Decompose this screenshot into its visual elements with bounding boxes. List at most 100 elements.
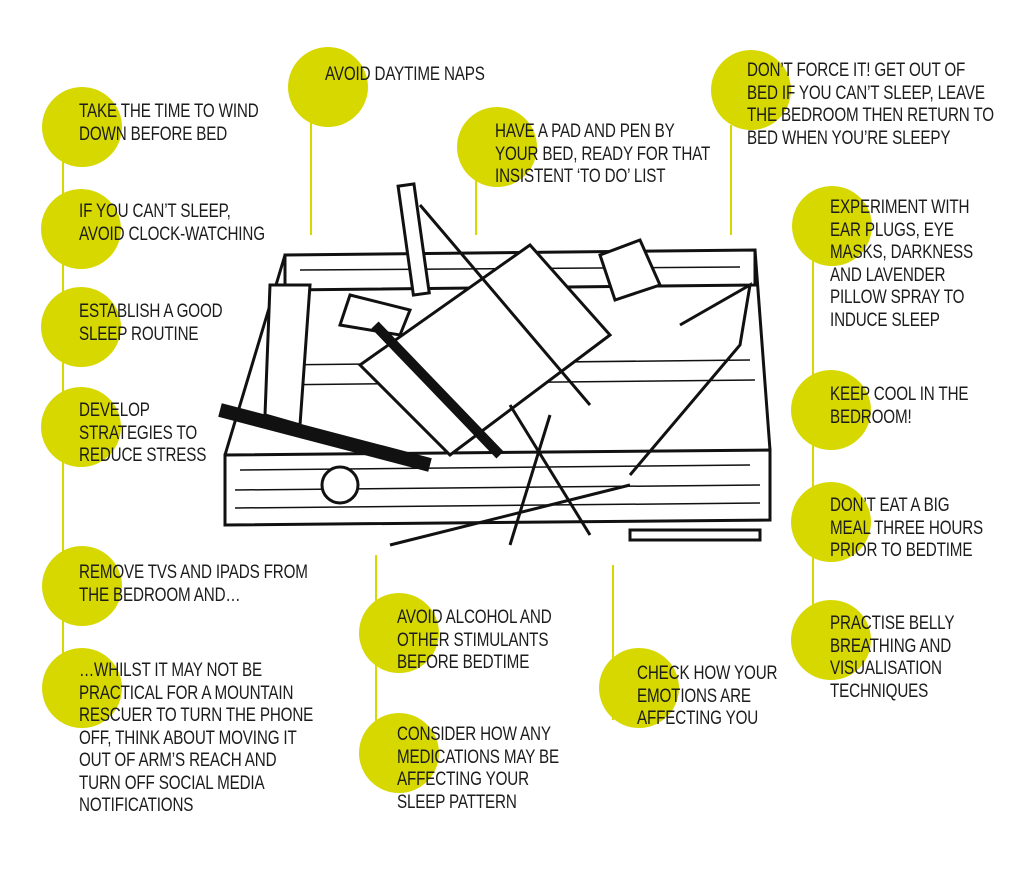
bullet-circle [791, 600, 871, 680]
bullet-circle [599, 648, 679, 728]
tip-line: RESCUER TO TURN THE PHONE [79, 704, 314, 726]
tip-line: AVOID CLOCK-WATCHING [79, 222, 265, 245]
tip-line: DEVELOP [79, 399, 150, 421]
drill-chuck [320, 465, 360, 505]
bullet-circle [359, 713, 439, 793]
tip-line: OTHER STIMULANTS [397, 628, 549, 651]
tip-line: TAKE THE TIME TO WIND [79, 100, 259, 122]
bullet-circle [457, 107, 537, 187]
tip-line: CONSIDER HOW ANY [397, 723, 551, 745]
screwdriver [418, 204, 592, 406]
tip-line: THE BEDROOM AND… [79, 583, 241, 606]
tip-line: SLEEP ROUTINE [79, 322, 199, 345]
tip-line: AFFECTING YOU [637, 707, 759, 729]
tip-line: REMOVE TVS AND IPADS FROM [79, 561, 308, 583]
tip-line: AFFECTING YOUR [397, 768, 529, 790]
connector-line-force [730, 125, 732, 235]
bullet-circle [359, 593, 439, 673]
bullet-circle [41, 189, 121, 269]
tip-line: INDUCE SLEEP [830, 308, 940, 331]
tip-line: NOTIFICATIONS [79, 794, 194, 816]
connector-line-emotions [612, 565, 614, 720]
bullet-circle [42, 87, 122, 167]
hammer-handle [371, 321, 504, 459]
tip-line: EXPERIMENT WITH [830, 196, 970, 218]
bullet-circle [42, 546, 122, 626]
tip-line: AND LAVENDER [830, 263, 946, 286]
tip-line: EMOTIONS ARE [637, 684, 751, 707]
bullet-circle [41, 287, 121, 367]
toolbox-illustration [218, 182, 772, 547]
bullet-circle [711, 50, 791, 130]
tip-line: BED WHEN YOU’RE SLEEPY [747, 126, 951, 149]
tip-line: DON’T FORCE IT! GET OUT OF [747, 59, 966, 81]
tip-line: REDUCE STRESS [79, 444, 207, 466]
tip-line: KEEP COOL IN THE [830, 383, 969, 405]
tip-line: DOWN BEFORE BED [79, 122, 228, 145]
connector-line-pad [475, 180, 477, 235]
tip-line: IF YOU CAN’T SLEEP, [79, 200, 231, 222]
tip-line: BEFORE BEDTIME [397, 651, 530, 673]
tip-line: HAVE A PAD AND PEN BY [495, 120, 675, 142]
bullet-circle [41, 387, 121, 467]
tip-line: CHECK HOW YOUR [637, 662, 778, 684]
hacksaw [628, 282, 752, 476]
tip-line: TURN OFF SOCIAL MEDIA [79, 771, 265, 794]
tip-line: INSISTENT ‘TO DO’ LIST [495, 165, 666, 187]
file [389, 483, 631, 547]
connector-line-naps [310, 120, 312, 235]
tip-line: OUT OF ARM’S REACH AND [79, 749, 277, 771]
saw-handle [598, 238, 663, 302]
hammer-head [338, 293, 413, 337]
tip-line: MEAL THREE HOURS [830, 516, 984, 539]
saw-blade [357, 243, 613, 457]
tip-text: IF YOU CAN’T SLEEP,AVOID CLOCK-WATCHING [79, 200, 265, 245]
chisel [396, 182, 431, 297]
tip-line: PRACTISE BELLY [830, 612, 955, 634]
tip-line: PRIOR TO BEDTIME [830, 539, 973, 561]
axe [263, 283, 312, 427]
tip-line: TECHNIQUES [830, 679, 929, 702]
tip-line: MEDICATIONS MAY BE [397, 745, 559, 768]
tip-line: BED IF YOU CAN’T SLEEP, LEAVE [747, 81, 985, 104]
bullet-circle [791, 482, 871, 562]
tip-line: MASKS, DARKNESS [830, 241, 974, 263]
tip-line: THE BEDROOM THEN RETURN TO [747, 104, 994, 126]
tip-line: DON’T EAT A BIG [830, 494, 950, 516]
tip-line: PILLOW SPRAY TO [830, 286, 965, 308]
ruler [628, 528, 762, 542]
tip-line: AVOID DAYTIME NAPS [325, 63, 485, 85]
tip-line: BEDROOM! [830, 405, 912, 428]
tip-line: STRATEGIES TO [79, 421, 197, 444]
tip-line: …WHILST IT MAY NOT BE [79, 659, 262, 681]
bullet-circle [288, 47, 368, 127]
bullet-circle [791, 370, 871, 450]
bullet-circle [42, 648, 122, 728]
tip-line: BREATHING AND [830, 634, 952, 657]
plane [218, 403, 432, 472]
tip-line: VISUALISATION [830, 657, 942, 679]
pliers-b [508, 414, 552, 546]
tip-line: YOUR BED, READY FOR THAT [495, 142, 711, 165]
bullet-circle [792, 186, 872, 266]
tip-line: ESTABLISH A GOOD [79, 300, 223, 322]
tip-line: SLEEP PATTERN [397, 790, 517, 813]
tip-line: EAR PLUGS, EYE [830, 218, 954, 241]
tip-line: OFF, THINK ABOUT MOVING IT [79, 726, 297, 749]
tip-line: PRACTICAL FOR A MOUNTAIN [79, 681, 294, 704]
pliers-a [508, 404, 592, 536]
